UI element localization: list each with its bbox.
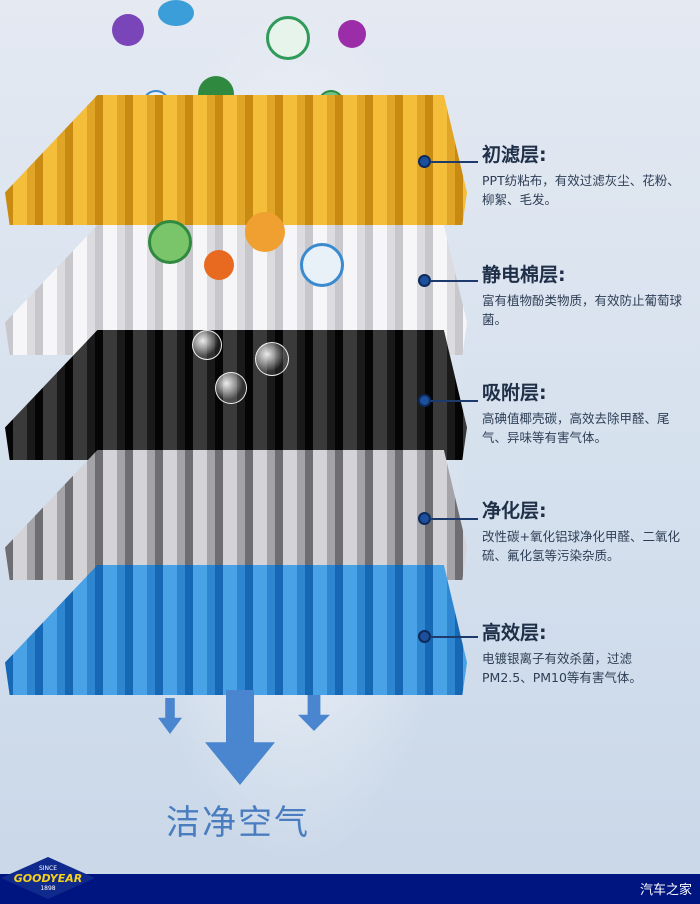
layer-desc: 电镀银离子有效杀菌，过滤PM2.5、PM10等有害气体。	[482, 651, 642, 685]
leader-line	[430, 400, 478, 402]
layer-title: 高效层:	[482, 622, 547, 644]
layer-desc: 改性碳+氧化铝球净化甲醛、二氧化硫、氟化氢等污染杂质。	[482, 529, 680, 563]
germ-icon	[112, 14, 144, 46]
layer-title: 静电棉层:	[482, 264, 566, 286]
germ-icon	[245, 212, 285, 252]
germ-icon	[338, 20, 366, 48]
layer-title: 初滤层:	[482, 144, 547, 166]
layer-label: 高效层: 电镀银离子有效杀菌，过滤PM2.5、PM10等有害气体。	[482, 618, 682, 687]
layer-label: 静电棉层: 富有植物酚类物质，有效防止葡萄球菌。	[482, 260, 682, 329]
layer-desc: PPT纺粘布，有效过滤灰尘、花粉、柳絮、毛发。	[482, 173, 680, 207]
filter-layer-high-efficiency	[5, 565, 467, 695]
logo-brand: GOODYEAR	[13, 871, 83, 885]
logo-since: SINCE	[38, 864, 58, 872]
layer-title: 净化层:	[482, 500, 547, 522]
footer-bar	[0, 874, 700, 904]
germ-icon	[158, 0, 194, 26]
watermark: 汽车之家	[639, 883, 692, 898]
bubble	[192, 330, 222, 360]
germ-icon	[148, 220, 192, 264]
leader-line	[430, 280, 478, 282]
layer-desc: 高碘值椰壳碳，高效去除甲醛、尾气、异味等有害气体。	[482, 411, 670, 445]
layer-label: 净化层: 改性碳+氧化铝球净化甲醛、二氧化硫、氟化氢等污染杂质。	[482, 496, 682, 565]
germ-icon	[204, 250, 234, 280]
germ-icon	[266, 16, 310, 60]
leader-line	[430, 161, 478, 163]
logo-year: 1898	[40, 884, 56, 892]
leader-line	[430, 518, 478, 520]
layer-desc: 富有植物酚类物质，有效防止葡萄球菌。	[482, 293, 683, 327]
leader-line	[430, 636, 478, 638]
bubble	[255, 342, 289, 376]
bubble	[215, 372, 247, 404]
layer-label: 吸附层: 高碘值椰壳碳，高效去除甲醛、尾气、异味等有害气体。	[482, 378, 682, 447]
layer-title: 吸附层:	[482, 382, 547, 404]
filter-layer-primary	[5, 95, 467, 225]
clean-air-caption: 洁净空气	[166, 803, 310, 843]
layer-label: 初滤层: PPT纺粘布，有效过滤灰尘、花粉、柳絮、毛发。	[482, 140, 682, 209]
germ-icon	[300, 243, 344, 287]
filter-layer-purification	[5, 450, 467, 580]
